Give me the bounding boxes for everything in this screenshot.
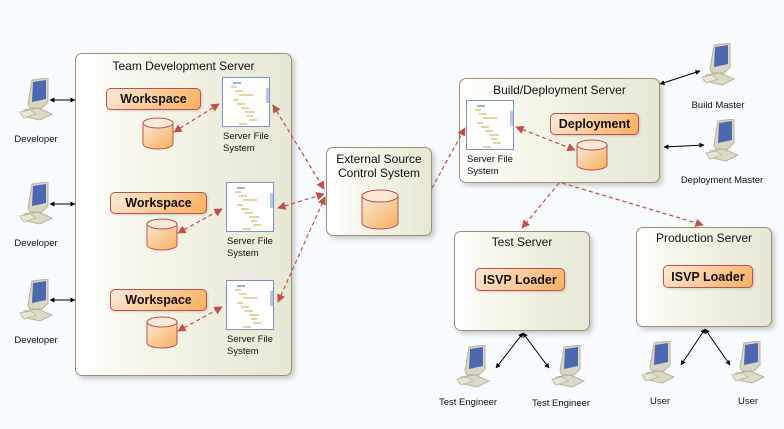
test-engineer-label-1: Test Engineer: [438, 397, 498, 408]
file-tree-icon: [235, 187, 273, 230]
user-label-1: User: [649, 396, 671, 407]
developer-computer-icon-1[interactable]: [18, 78, 54, 122]
database-icon-external: [361, 189, 399, 230]
test-engineer-computer-icon-2[interactable]: [550, 345, 586, 389]
deployment-master-label: Deployment Master: [680, 175, 764, 186]
user-label-2: User: [737, 396, 759, 407]
link-db1-fs1: [173, 103, 220, 133]
link-test-engineer2: [522, 332, 550, 369]
fs-label-line1: Server File: [227, 236, 273, 247]
server-file-system-build[interactable]: [466, 100, 514, 150]
link-prod-user2: [704, 328, 731, 366]
server-file-system-3[interactable]: [226, 280, 274, 330]
link-db3-fs3: [177, 306, 223, 332]
fs-label-line2: System: [223, 143, 255, 154]
workspace-artifact-2[interactable]: Workspace: [110, 192, 207, 214]
isvp-loader-test[interactable]: ISVP Loader: [475, 268, 565, 291]
developer-label-3: Developer: [14, 335, 58, 346]
workspace-artifact-3[interactable]: Workspace: [110, 289, 207, 311]
link-build-buildmaster: [659, 70, 701, 85]
database-icon-3: [146, 316, 178, 349]
developer-computer-icon-2[interactable]: [18, 182, 54, 226]
fs-label-line2: System: [467, 166, 499, 177]
deployment-master-computer-icon[interactable]: [704, 119, 740, 163]
build-master-label: Build Master: [691, 100, 745, 111]
test-server-title: Test Server: [491, 235, 553, 249]
test-engineer-computer-icon-1[interactable]: [455, 345, 491, 389]
developer-label-1: Developer: [14, 134, 58, 145]
link-prod-user1: [680, 328, 706, 366]
link-build-deploymaster: [663, 142, 705, 150]
fs-label-line1: Server File: [227, 334, 273, 345]
file-tree-icon: [235, 285, 273, 328]
user-computer-icon-2[interactable]: [730, 341, 766, 385]
external-source-title-line1: External Source: [336, 152, 422, 166]
link-fs2-external: [277, 192, 325, 210]
link-db2-fs2: [177, 208, 223, 234]
file-tree-icon: [475, 105, 513, 148]
database-icon-2: [146, 218, 178, 251]
external-source-control-system[interactable]: External Source Control System: [326, 147, 432, 236]
link-fs1-external: [272, 104, 325, 190]
link-build-production: [561, 182, 704, 227]
build-server-title: Build/Deployment Server: [493, 83, 626, 97]
user-computer-icon-1[interactable]: [640, 341, 676, 385]
database-icon-1: [142, 117, 174, 150]
test-engineer-label-2: Test Engineer: [531, 398, 591, 409]
developer-label-2: Developer: [14, 238, 58, 249]
link-build-test: [521, 182, 560, 229]
fs-label-line1: Server File: [223, 131, 269, 142]
link-external-buildfs: [431, 127, 466, 189]
fs-label-line1: Server File: [467, 154, 513, 165]
external-source-title-line2: Control System: [337, 166, 421, 180]
server-file-system-1[interactable]: [222, 77, 270, 127]
link-buildfs-deploydb: [515, 125, 576, 152]
database-icon-deployment: [576, 139, 608, 171]
developer-computer-icon-3[interactable]: [18, 279, 54, 323]
link-test-engineer1: [495, 332, 524, 369]
production-server-title: Production Server: [655, 231, 753, 245]
file-tree-icon: [231, 82, 269, 125]
isvp-loader-production[interactable]: ISVP Loader: [663, 265, 753, 288]
fs-label-line2: System: [227, 248, 259, 259]
server-file-system-2[interactable]: [226, 182, 274, 232]
build-master-computer-icon[interactable]: [700, 43, 736, 87]
team-development-server-title: Team Development Server: [112, 59, 255, 73]
fs-label-line2: System: [227, 346, 259, 357]
link-fs3-external: [277, 196, 326, 303]
